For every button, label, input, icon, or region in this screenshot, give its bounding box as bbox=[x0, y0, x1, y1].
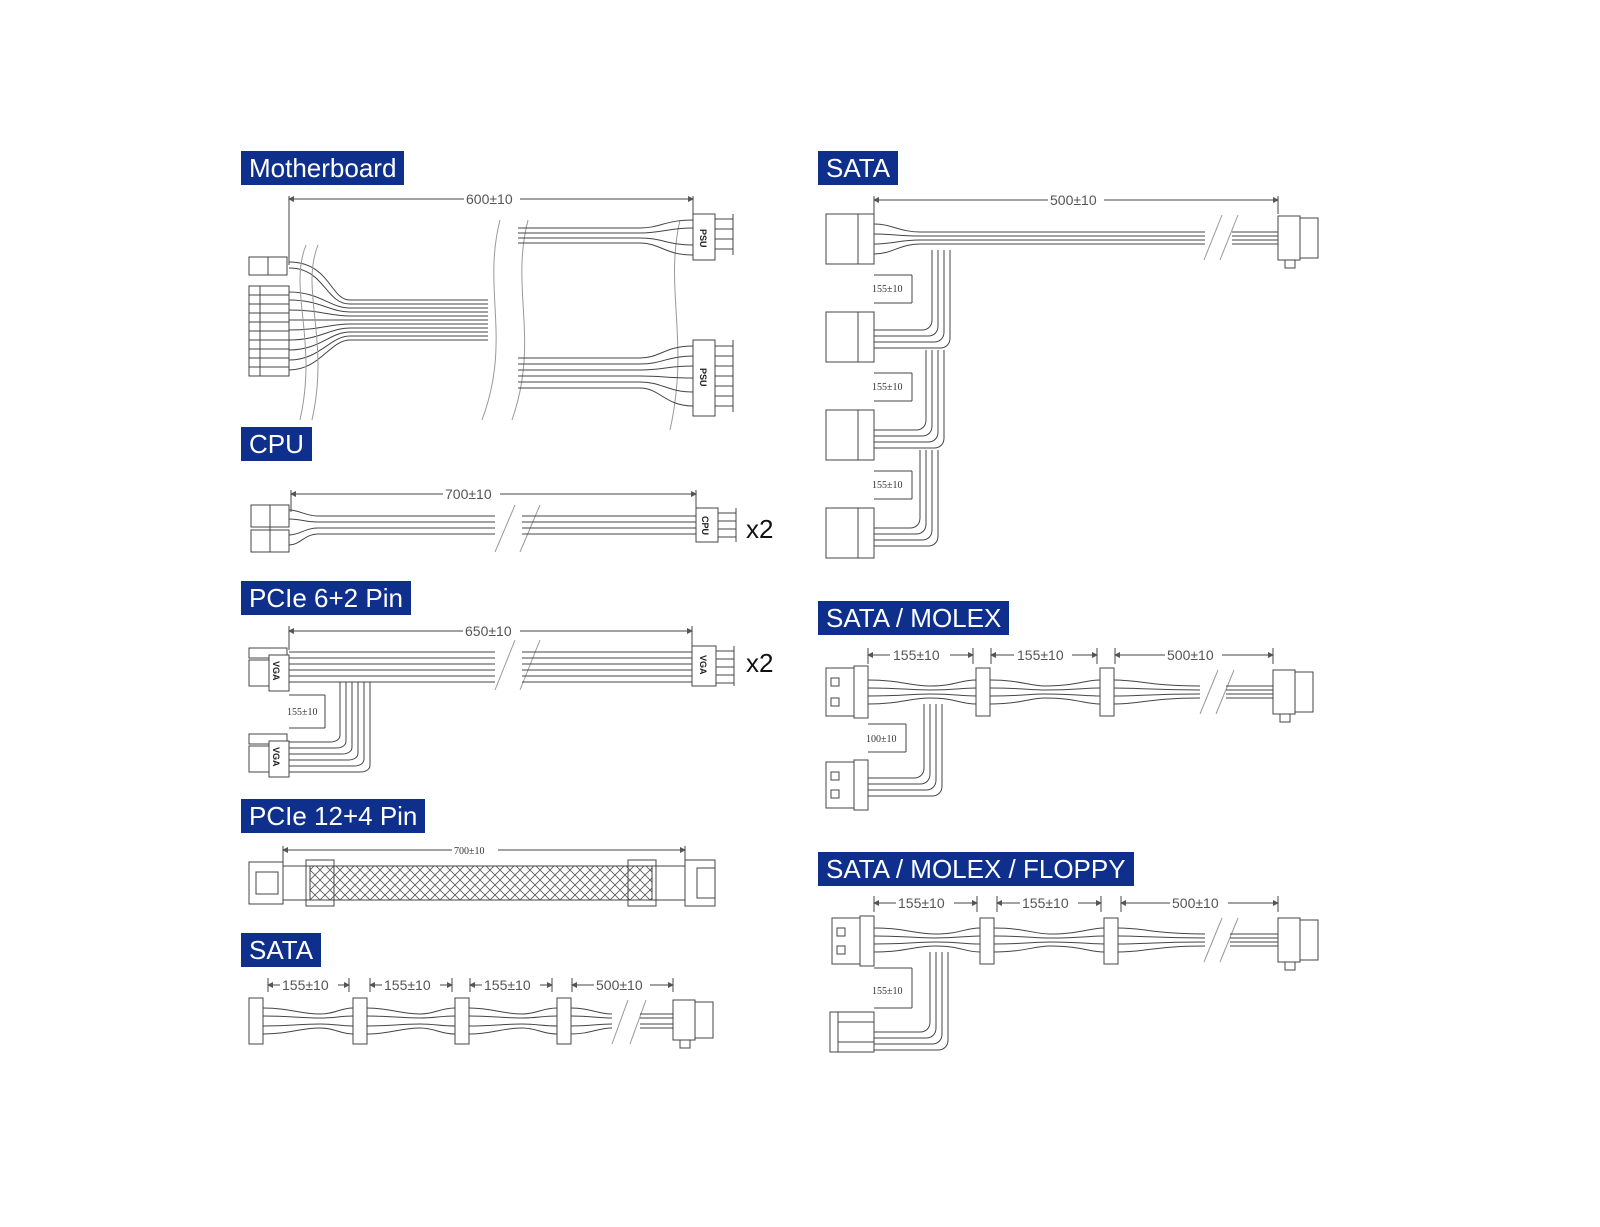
cpu-multiplier: x2 bbox=[746, 514, 774, 544]
pcie62-length-label: 650±10 bbox=[465, 623, 512, 639]
smf-seg-3: 500±10 bbox=[1172, 895, 1219, 911]
pcie62-vga-label-2: VGA bbox=[698, 655, 708, 675]
cpu-connector-label: CPU bbox=[700, 516, 710, 535]
sata-molex-floppy-cable bbox=[829, 896, 1319, 1053]
sata-right-section-title: SATA bbox=[818, 151, 899, 185]
pcie124-length-label: 700±10 bbox=[454, 846, 485, 857]
sata-molex-cable bbox=[825, 648, 1314, 811]
motherboard-length-label: 600±10 bbox=[466, 191, 513, 207]
sata-molex-seg-2: 155±10 bbox=[1017, 647, 1064, 663]
motherboard-psu-label-1: PSU bbox=[698, 229, 708, 248]
sata-molex-section-title: SATA / MOLEX bbox=[818, 601, 1010, 635]
sata-molex-seg-3: 500±10 bbox=[1167, 647, 1214, 663]
smf-seg-2: 155±10 bbox=[1022, 895, 1069, 911]
sata-left-section-title: SATA bbox=[241, 933, 322, 967]
sata-right-cable bbox=[825, 196, 1319, 559]
sata-molex-seg-1: 155±10 bbox=[893, 647, 940, 663]
motherboard-psu-label-2: PSU bbox=[698, 368, 708, 387]
sata-right-branch-2: 155±10 bbox=[872, 382, 903, 393]
smf-seg-1: 155±10 bbox=[898, 895, 945, 911]
motherboard-cable bbox=[248, 196, 734, 431]
pcie124-cable bbox=[248, 846, 716, 907]
cpu-section-title: CPU bbox=[241, 427, 312, 461]
pcie124-section-title: PCIe 12+4 Pin bbox=[241, 799, 426, 833]
sata-left-seg-4: 500±10 bbox=[596, 977, 643, 993]
pcie62-multiplier: x2 bbox=[746, 648, 774, 678]
pcie62-vga-label-1: VGA bbox=[271, 661, 281, 681]
sata-left-seg-2: 155±10 bbox=[384, 977, 431, 993]
pcie62-section-title: PCIe 6+2 Pin bbox=[241, 581, 411, 615]
sata-left-cable bbox=[248, 978, 714, 1049]
pcie62-branch-length-label: 155±10 bbox=[287, 707, 318, 718]
pcie62-vga-label-3: VGA bbox=[271, 747, 281, 767]
smf-branch-length: 155±10 bbox=[872, 986, 903, 997]
sata-right-length-label: 500±10 bbox=[1050, 192, 1097, 208]
sata-molex-floppy-section-title: SATA / MOLEX / FLOPPY bbox=[818, 852, 1134, 886]
motherboard-section-title: Motherboard bbox=[241, 151, 405, 185]
sata-right-branch-1: 155±10 bbox=[872, 284, 903, 295]
cpu-length-label: 700±10 bbox=[445, 486, 492, 502]
cpu-cable bbox=[250, 490, 737, 553]
pcie62-cable bbox=[248, 626, 735, 778]
sata-left-seg-1: 155±10 bbox=[282, 977, 329, 993]
sata-left-seg-3: 155±10 bbox=[484, 977, 531, 993]
sata-molex-branch-length: 100±10 bbox=[866, 734, 897, 745]
sata-right-branch-3: 155±10 bbox=[872, 480, 903, 491]
